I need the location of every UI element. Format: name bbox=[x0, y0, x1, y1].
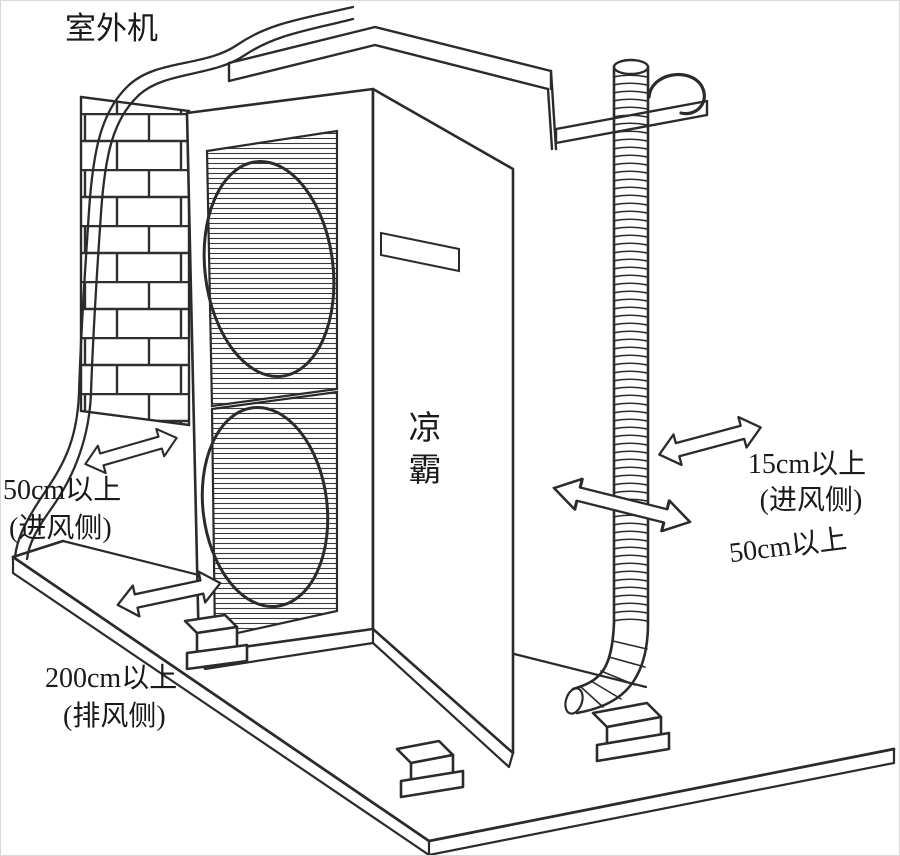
fence-top bbox=[227, 25, 558, 151]
cable-conduit bbox=[13, 5, 355, 561]
corrugated-pipe bbox=[564, 58, 650, 715]
nameplate bbox=[380, 231, 460, 273]
hanger-hook-icon bbox=[647, 72, 706, 116]
clearance-left-side: (进风侧) bbox=[9, 512, 112, 544]
brick-wall bbox=[79, 95, 191, 427]
clearance-arrow-left-intake bbox=[80, 423, 182, 479]
mounting-foot-left bbox=[183, 613, 249, 671]
outdoor-unit: 凉 霸 bbox=[185, 87, 515, 769]
fan-grille-top bbox=[202, 129, 339, 408]
brand-text-line2: 霸 bbox=[409, 453, 442, 489]
clearance-exhaust-value: 200cm以上 bbox=[45, 663, 177, 694]
fan-grille-bottom bbox=[200, 390, 339, 640]
mounting-foot-right bbox=[591, 701, 671, 763]
brand-text-line1: 凉 bbox=[409, 410, 442, 447]
clearance-right-intake-side: (进风侧) bbox=[760, 484, 863, 516]
clearance-left-value: 50cm以上 bbox=[3, 475, 121, 506]
unit-front-face bbox=[371, 87, 515, 755]
outdoor-unit-title-label: 室外机 bbox=[65, 11, 158, 46]
clearance-exhaust-side: (排风侧) bbox=[63, 700, 166, 732]
clearance-right-intake-value: 15cm以上 bbox=[748, 449, 866, 480]
clearance-right-rear-value: 50cm以上 bbox=[727, 524, 848, 569]
hanger-bracket bbox=[554, 99, 709, 145]
mounting-foot-front bbox=[395, 739, 465, 799]
